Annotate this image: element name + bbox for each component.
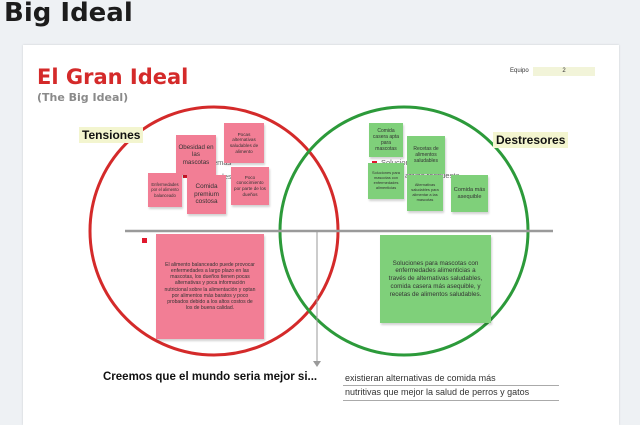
sticky-note[interactable]: Alternativas saludables para alimentar a…: [407, 175, 443, 211]
sticky-note[interactable]: Enfermedades por el alimento balanceado: [148, 173, 182, 207]
sticky-note[interactable]: Recetas de alimentos saludables: [407, 136, 445, 174]
sticky-note[interactable]: Obesidad en las mascotas: [176, 135, 216, 175]
board-title: El Gran Ideal: [37, 65, 189, 89]
skill-summary-note[interactable]: Soluciones para mascotas con enfermedade…: [380, 235, 491, 323]
statement-answer-line-2[interactable]: nutritivas que mejor la salud de perros …: [345, 387, 530, 397]
board-subtitle: (The Big Ideal): [37, 91, 129, 104]
marker-dot: [183, 173, 188, 178]
arrow-head: [313, 361, 321, 367]
team-label: Equipo: [510, 68, 529, 74]
sticky-note[interactable]: Comida casera apta para mascotas: [369, 123, 403, 157]
ghost-text: emas: [213, 158, 232, 167]
statement-answer-line-1[interactable]: existieran alternativas de comida más: [345, 373, 496, 383]
sticky-note[interactable]: Comida más asequible: [451, 175, 488, 212]
skills-label: Destresores: [493, 132, 569, 148]
page-heading: Big Ideal: [4, 0, 133, 28]
tension-summary-note[interactable]: El alimento balanceado puede provocar en…: [156, 234, 264, 339]
sticky-note[interactable]: Soluciones para mascotas con enfermedade…: [368, 163, 404, 199]
marker-dot: [142, 238, 147, 243]
sticky-note[interactable]: Comida premium costosa: [187, 175, 226, 214]
sticky-note[interactable]: Pocas alternativas saludables de aliment…: [224, 123, 264, 163]
answer-underline: [343, 385, 559, 386]
answer-underline: [343, 400, 559, 401]
team-input[interactable]: 2: [533, 67, 595, 76]
sticky-note[interactable]: Poco conocimiento por parte de los dueño…: [231, 167, 269, 205]
ghost-text: Soluciones: [381, 158, 418, 167]
tensions-label: Tensiones: [79, 127, 144, 143]
venn-diagram: [88, 105, 553, 367]
big-ideal-board: El Gran Ideal (The Big Ideal) Equipo 2 T…: [23, 45, 619, 425]
statement-prompt: Creemos que el mundo seria mejor si...: [103, 371, 318, 383]
